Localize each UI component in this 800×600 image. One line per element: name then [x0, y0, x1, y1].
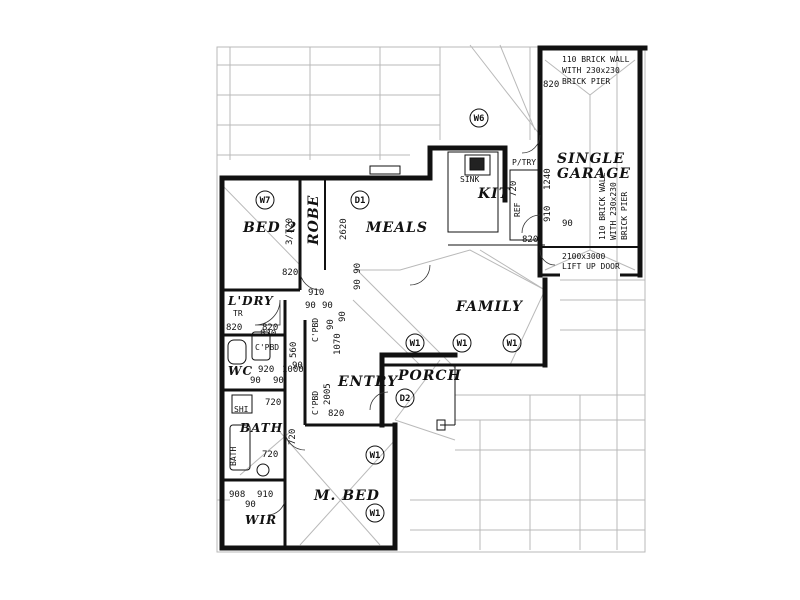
note-brick-wall-2c: BRICK PIER	[620, 192, 629, 240]
room-label-garage-2: GARAGE	[557, 166, 631, 182]
note-cpbd-1: C'PBD	[255, 343, 279, 352]
door-tag-d2: D2	[400, 394, 411, 404]
dim-2620: 2620	[339, 218, 349, 240]
room-label-mbed: M. BED	[313, 488, 380, 504]
dim-entry-720: 720	[265, 398, 281, 408]
room-label-wir: WIR	[245, 513, 277, 527]
opening-tags	[255, 108, 522, 523]
dim-wir-910: 910	[257, 490, 273, 500]
note-cpbd-2: C'PBD	[311, 318, 320, 342]
dim-wir-90: 90	[245, 500, 256, 510]
dim-wc-90-a: 90	[250, 376, 261, 386]
window-tag-w1-d: W1	[370, 451, 381, 461]
walls	[219, 45, 648, 551]
dim-ldry-90-c: 90	[338, 311, 348, 322]
dim-wc-90-b: 90	[273, 376, 284, 386]
dim-bed2-820: 820	[282, 268, 298, 278]
note-brick-wall-1c: BRICK PIER	[562, 77, 610, 86]
note-ptry: P/TRY	[512, 158, 536, 167]
room-label-family: FAMILY	[455, 299, 524, 315]
dim-entry-820: 820	[328, 409, 344, 419]
dim-1240: 1240	[543, 168, 553, 190]
dim-ldry-820: 820	[226, 323, 242, 333]
dim-bath-720: 720	[288, 429, 298, 445]
room-label-robe: ROBE	[306, 195, 322, 246]
dim-2005: 2005	[323, 383, 333, 405]
window-tag-w6: W6	[474, 114, 485, 124]
dim-90-90: 90 90	[353, 263, 363, 290]
room-label-wc: WC	[228, 364, 253, 378]
room-label-bath: BATH	[239, 421, 283, 435]
note-cpbd-3: C'PBD	[311, 391, 320, 415]
dim-garage-820: 820	[543, 80, 559, 90]
room-label-ldry: L'DRY	[227, 294, 274, 308]
door-swings	[254, 134, 556, 516]
room-label-porch: PORCH	[397, 368, 462, 384]
note-ref: REF	[513, 202, 522, 217]
door-tag-d1: D1	[355, 196, 366, 206]
dim-ldry-90-a: 90	[305, 301, 316, 311]
window-tag-w1-b: W1	[457, 339, 468, 349]
roof-outline	[216, 44, 646, 553]
note-bath-fixture: BATH	[229, 447, 238, 466]
dim-bath-720-b: 720	[262, 450, 278, 460]
dim-kit-720: 720	[509, 181, 519, 197]
room-label-bed2: BED 2	[242, 220, 297, 236]
room-label-kit: KIT	[477, 186, 511, 202]
note-sink: SINK	[460, 175, 479, 184]
dim-ldry-90-b: 90	[322, 301, 333, 311]
window-tag-w1-a: W1	[410, 339, 421, 349]
room-label-garage-1: SINGLE	[557, 151, 625, 167]
dim-kit-820: 820	[522, 235, 538, 245]
dim-920: 920	[258, 365, 274, 375]
dim-ldry-820-b: 820	[262, 323, 278, 333]
note-brick-wall-1a: 110 BRICK WALL	[562, 55, 630, 64]
note-brick-wall-2a: 110 BRICK WALL	[598, 172, 607, 240]
dim-3-720: 3/720	[285, 218, 295, 245]
room-label-meals: MEALS	[365, 220, 428, 236]
note-brick-wall-1b: WITH 230x230	[562, 66, 620, 75]
window-tag-w1-e: W1	[370, 509, 381, 519]
dim-cp2-90: 90	[326, 319, 336, 330]
dim-560: 560	[289, 342, 299, 358]
note-tr: TR	[233, 309, 243, 318]
note-lift-door-b: LIFT UP DOOR	[562, 262, 620, 271]
dim-cpbd-820: 820	[260, 329, 276, 339]
dim-kit-910: 910	[543, 206, 553, 222]
note-brick-wall-2b: WITH 230x230	[609, 182, 618, 240]
note-lift-door-a: 2100x3000	[562, 252, 606, 261]
dim-ldry-910: 910	[308, 288, 324, 298]
note-shi: SHI	[234, 405, 249, 414]
dim-908: 908	[229, 490, 245, 500]
window-tag-w7: W7	[260, 196, 271, 206]
dim-cpbd-90: 90	[292, 361, 303, 371]
room-label-entry: ENTRY	[337, 374, 399, 390]
dim-1070: 1070	[333, 333, 343, 355]
dim-kit-90: 90	[562, 219, 573, 229]
dim-1000: 1000	[282, 365, 304, 375]
window-tag-w1-c: W1	[507, 339, 518, 349]
